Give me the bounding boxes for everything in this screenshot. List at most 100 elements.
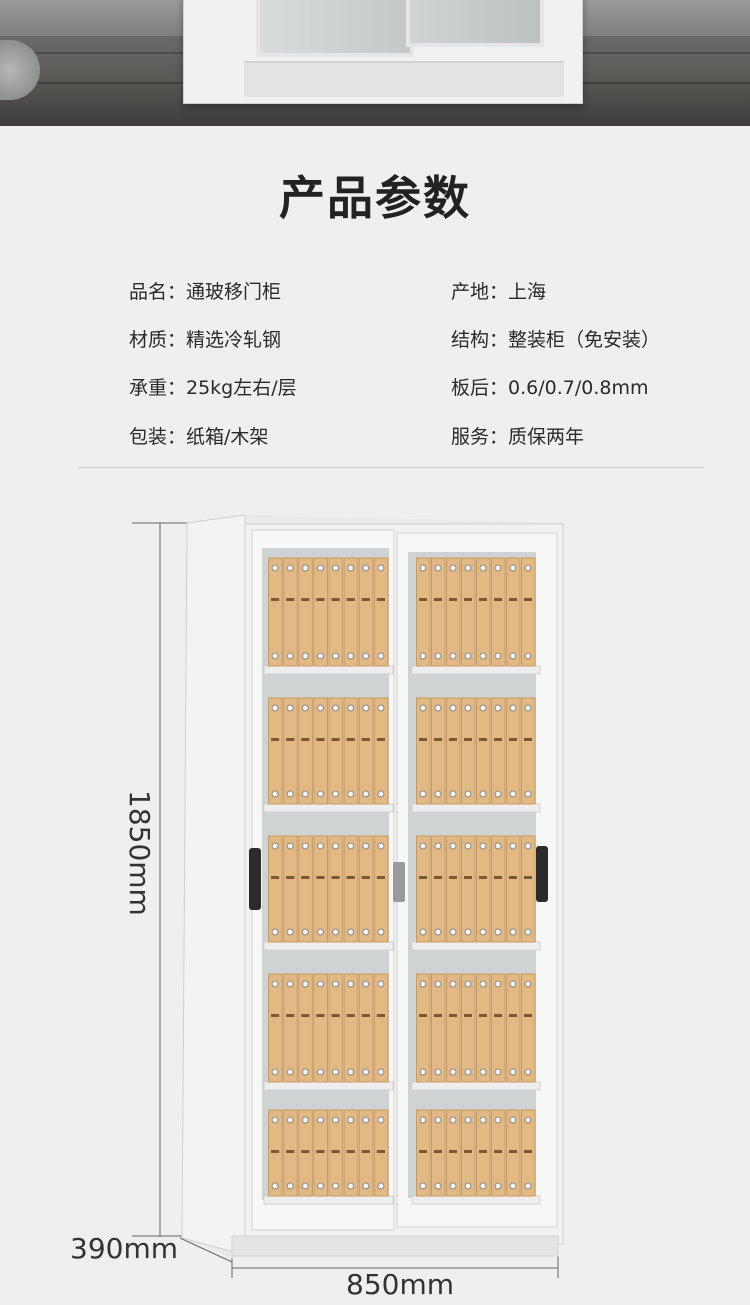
binder-label	[419, 1014, 427, 1017]
binder	[343, 557, 359, 667]
binder-ring	[347, 1116, 355, 1124]
binder	[373, 557, 389, 667]
param-thickness: 板后：0.6/0.7/0.8mm	[451, 377, 649, 399]
binder	[446, 835, 461, 943]
binder-ring	[377, 652, 385, 660]
binder-ring	[449, 790, 457, 798]
binder-ring	[271, 704, 279, 712]
binder-ring	[271, 1116, 279, 1124]
binder-label	[271, 738, 280, 741]
binder-label	[361, 738, 370, 741]
binder	[283, 973, 298, 1083]
binder-label	[331, 598, 340, 601]
binder-label	[509, 876, 517, 879]
binder-ring	[377, 704, 385, 712]
binder-ring	[509, 704, 517, 712]
binder-label	[286, 1150, 295, 1153]
binder	[298, 973, 313, 1083]
binder-ring	[316, 928, 324, 936]
binder	[358, 697, 374, 805]
binder-label	[419, 738, 427, 741]
binder	[313, 973, 328, 1083]
binder-label	[316, 876, 325, 879]
binder-ring	[479, 842, 487, 850]
binder-ring	[286, 1182, 294, 1190]
binder-label	[346, 598, 355, 601]
binder-label	[524, 598, 532, 601]
binder	[521, 973, 536, 1083]
binder-ring	[434, 1116, 442, 1124]
binder-label	[449, 876, 457, 879]
binder-label	[434, 598, 442, 601]
binder-label	[449, 1150, 457, 1153]
param-packaging: 包装：纸箱/木架	[129, 426, 269, 448]
binder-ring	[464, 652, 472, 660]
binder-ring	[509, 1182, 517, 1190]
binder-label	[419, 598, 427, 601]
binder-ring	[494, 652, 502, 660]
binder-ring	[419, 564, 427, 572]
binder	[476, 557, 491, 667]
shelf	[411, 1195, 541, 1205]
binder-ring	[494, 842, 502, 850]
binder	[521, 697, 536, 805]
binder-ring	[524, 790, 532, 798]
binder-ring	[434, 564, 442, 572]
binder-label	[464, 876, 472, 879]
binder-label	[464, 1150, 472, 1153]
binder	[476, 835, 491, 943]
shelf	[263, 1195, 394, 1205]
param-structure: 结构：整装柜（免安装）	[451, 329, 661, 351]
binder-label	[271, 1150, 280, 1153]
handle-left	[249, 848, 261, 910]
binder	[506, 835, 521, 943]
binder	[313, 557, 328, 667]
binder	[373, 835, 389, 943]
shelf	[411, 803, 541, 813]
binder-label	[434, 876, 442, 879]
binder-label	[286, 1014, 295, 1017]
binder	[491, 697, 506, 805]
binder-ring	[479, 980, 487, 988]
binder-ring	[494, 980, 502, 988]
shelves	[263, 665, 541, 1205]
binder	[358, 557, 374, 667]
binder-ring	[509, 652, 517, 660]
binder-label	[376, 1014, 385, 1017]
binder-ring	[316, 980, 324, 988]
binder-ring	[509, 1116, 517, 1124]
binder	[373, 973, 389, 1083]
binder-ring	[271, 928, 279, 936]
binder-label	[524, 876, 532, 879]
binder-ring	[362, 928, 370, 936]
binder	[491, 835, 506, 943]
binder-label	[419, 1150, 427, 1153]
binder-label	[524, 738, 532, 741]
binder	[283, 835, 298, 943]
binder-ring	[464, 842, 472, 850]
binder-ring	[479, 564, 487, 572]
binder-ring	[377, 1182, 385, 1190]
binder	[328, 835, 344, 943]
binders	[268, 557, 536, 1197]
binder-ring	[419, 928, 427, 936]
binder-label	[271, 1014, 280, 1017]
lock	[393, 862, 405, 902]
binder-ring	[464, 1068, 472, 1076]
binder	[461, 557, 476, 667]
binder-ring	[301, 1116, 309, 1124]
binder-label	[479, 1150, 487, 1153]
binder-label	[376, 1150, 385, 1153]
binder-label	[301, 1014, 310, 1017]
binder-label	[301, 876, 310, 879]
binder-ring	[509, 928, 517, 936]
glass-door-right	[406, 0, 544, 47]
binder-label	[301, 1150, 310, 1153]
binder-ring	[271, 842, 279, 850]
binder-ring	[347, 704, 355, 712]
binder-label	[271, 876, 280, 879]
binder-label	[464, 598, 472, 601]
binder-ring	[332, 790, 340, 798]
binder-label	[286, 876, 295, 879]
binder-ring	[301, 842, 309, 850]
